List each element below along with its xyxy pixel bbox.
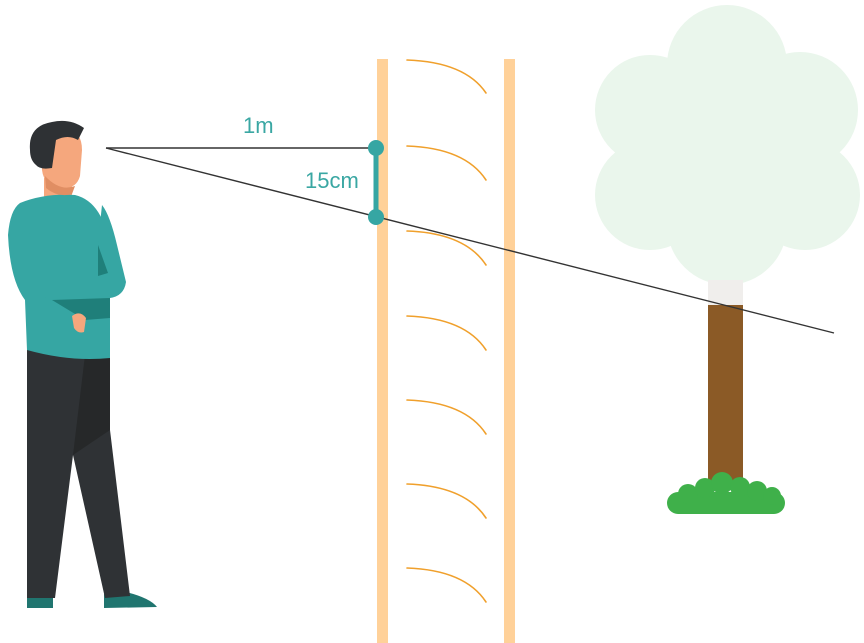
right-post <box>504 59 515 643</box>
arc-1 <box>407 60 486 93</box>
arc-4 <box>407 316 486 350</box>
wind-arcs <box>407 60 486 602</box>
distance-label: 1m <box>243 113 274 138</box>
tree-trunk-shade <box>708 280 743 308</box>
tree-trunk <box>708 305 743 490</box>
marker-bottom-dot <box>368 209 384 225</box>
pants <box>27 350 130 598</box>
tree-foliage <box>595 5 860 285</box>
left-shoe <box>27 598 53 608</box>
arc-7 <box>407 568 486 602</box>
arc-5 <box>407 400 486 434</box>
arc-2 <box>407 146 486 180</box>
marker-top-dot <box>368 140 384 156</box>
height-label: 15cm <box>305 168 359 193</box>
person <box>8 121 157 608</box>
arc-6 <box>407 484 486 518</box>
tree <box>595 5 860 514</box>
arc-3 <box>407 231 486 265</box>
grass-tuft <box>667 472 785 514</box>
